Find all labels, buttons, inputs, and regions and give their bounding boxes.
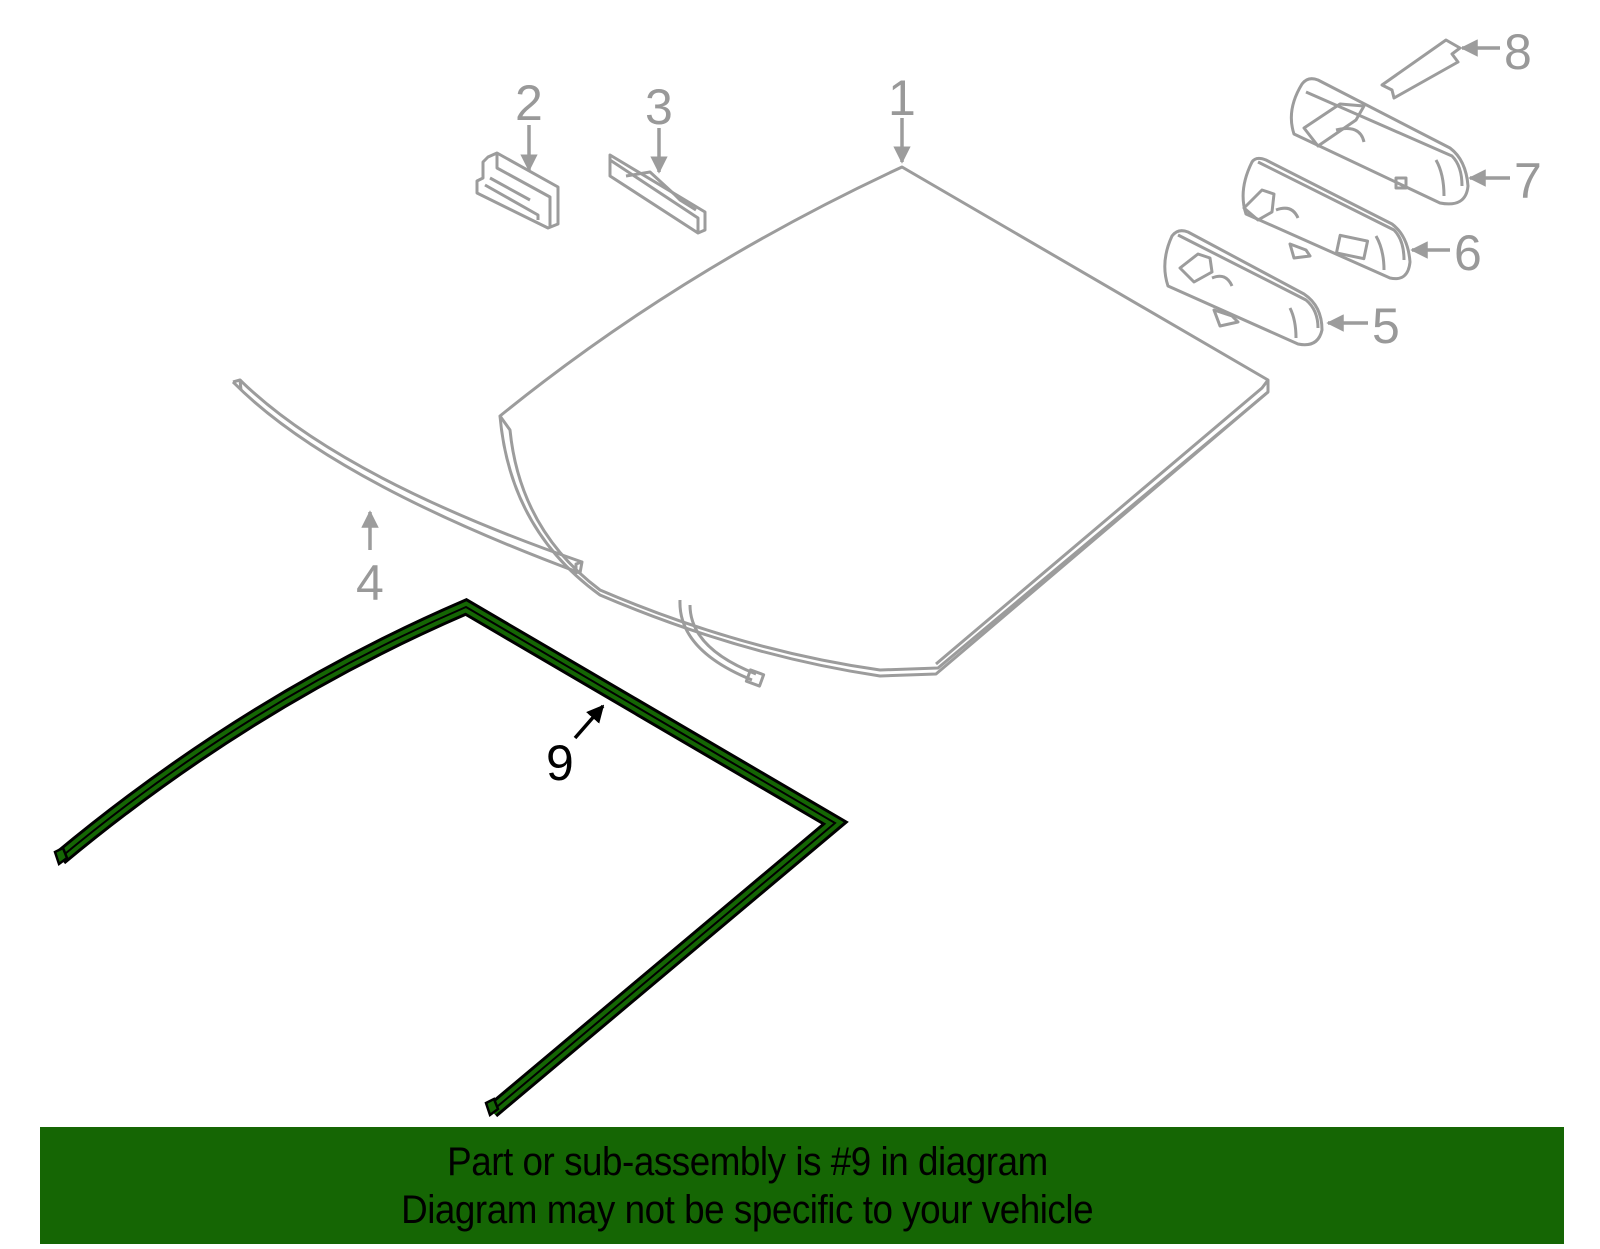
info-banner: Part or sub-assembly is #9 in diagram Di… [40,1127,1564,1244]
callout-6[interactable]: 6 [1454,225,1482,281]
molding-part-9-highlighted[interactable] [53,598,849,1118]
callout-2[interactable]: 2 [515,75,543,131]
banner-line-1: Part or sub-assembly is #9 in diagram [446,1139,1048,1184]
clip-part-3[interactable] [608,153,707,235]
clip-part-2[interactable] [475,151,560,230]
molding-part-4[interactable] [231,378,584,575]
callout-9[interactable]: 9 [546,735,574,791]
cover-part-8[interactable] [1380,38,1462,100]
mirror-part-5[interactable] [1163,229,1324,347]
callout-7[interactable]: 7 [1514,153,1542,209]
callout-8[interactable]: 8 [1504,24,1532,80]
callout-labels: 1 2 3 4 5 6 7 8 9 [356,24,1542,791]
banner-line-2: Diagram may not be specific to your vehi… [400,1187,1093,1232]
mirror-part-7[interactable] [1289,77,1470,206]
mirror-part-6[interactable] [1241,156,1412,281]
callout-arrows [361,39,1510,550]
callout-arrow-9 [573,704,605,740]
callout-4[interactable]: 4 [356,555,384,611]
callout-3[interactable]: 3 [645,79,673,135]
windshield-part-1[interactable] [498,165,1270,688]
callout-5[interactable]: 5 [1372,298,1400,354]
callout-1[interactable]: 1 [888,70,916,126]
